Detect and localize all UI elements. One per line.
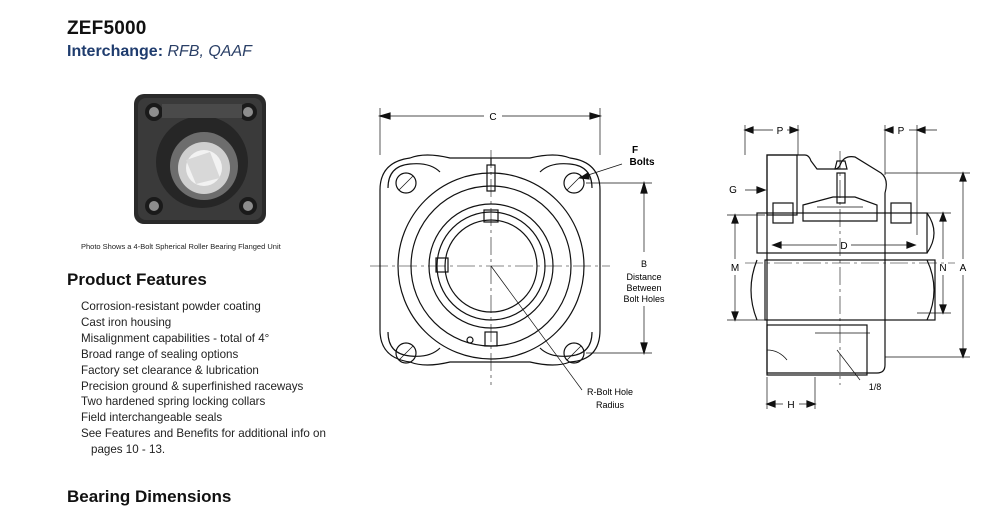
product-title: ZEF5000 [67, 18, 147, 39]
dim-h-label: H [787, 400, 794, 411]
feature-item-text: See Features and Benefits for additional… [81, 427, 326, 441]
dim-p-left-label: P [777, 126, 784, 137]
dim-b-bolt-holes: Bolt Holes [623, 294, 665, 304]
dim-n-label: N [939, 263, 946, 274]
feature-item: Factory set clearance & lubrication [81, 363, 259, 377]
product-features-heading: Product Features [67, 270, 207, 289]
dim-r-radius: Radius [596, 400, 625, 410]
dim-g-label: G [729, 185, 737, 196]
dim-c-label: C [489, 112, 496, 123]
bearing-dimensions-heading: Bearing Dimensions [67, 487, 232, 506]
interchange-line: Interchange: RFB, QAAF [67, 43, 252, 61]
dim-fraction-label: 1/8 [869, 382, 882, 392]
feature-item: Corrosion-resistant powder coating [81, 300, 261, 313]
bearing-photo [134, 94, 266, 224]
dim-r-label: R-Bolt Hole [587, 387, 633, 397]
interchange-value: RFB, QAAF [163, 43, 252, 60]
feature-item: Cast iron housing [81, 315, 172, 329]
dim-p-right-label: P [898, 126, 905, 137]
side-view-drawing: P P G D M N A 1/8 H [727, 125, 970, 411]
feature-item: Field interchangeable seals [81, 411, 223, 425]
dim-m-label: M [731, 263, 739, 274]
interchange-label: Interchange: [67, 43, 164, 60]
feature-item: Misalignment capabilities - total of 4° [81, 331, 270, 345]
dim-b-between: Between [626, 283, 661, 293]
front-view-drawing: C F Bolts B Distance Between Bolt Holes … [370, 108, 665, 410]
dim-f-label: F [632, 145, 638, 156]
feature-item: See Features and Benefits for additional… [81, 426, 326, 458]
dim-bolts-label: Bolts [630, 157, 655, 168]
feature-item-continuation: pages 10 - 13. [91, 443, 166, 457]
dim-d-label: D [840, 241, 847, 252]
feature-item: Precision ground & superfinished raceway… [81, 379, 304, 393]
feature-item: Two hardened spring locking collars [81, 395, 266, 409]
dim-a-label: A [960, 263, 967, 274]
photo-caption: Photo Shows a 4-Bolt Spherical Roller Be… [81, 242, 281, 251]
feature-item: Broad range of sealing options [81, 347, 239, 361]
product-features-list: Corrosion-resistant powder coating Cast … [81, 299, 326, 458]
dim-b-distance: Distance [626, 272, 661, 282]
dim-b-label: B [641, 259, 647, 269]
